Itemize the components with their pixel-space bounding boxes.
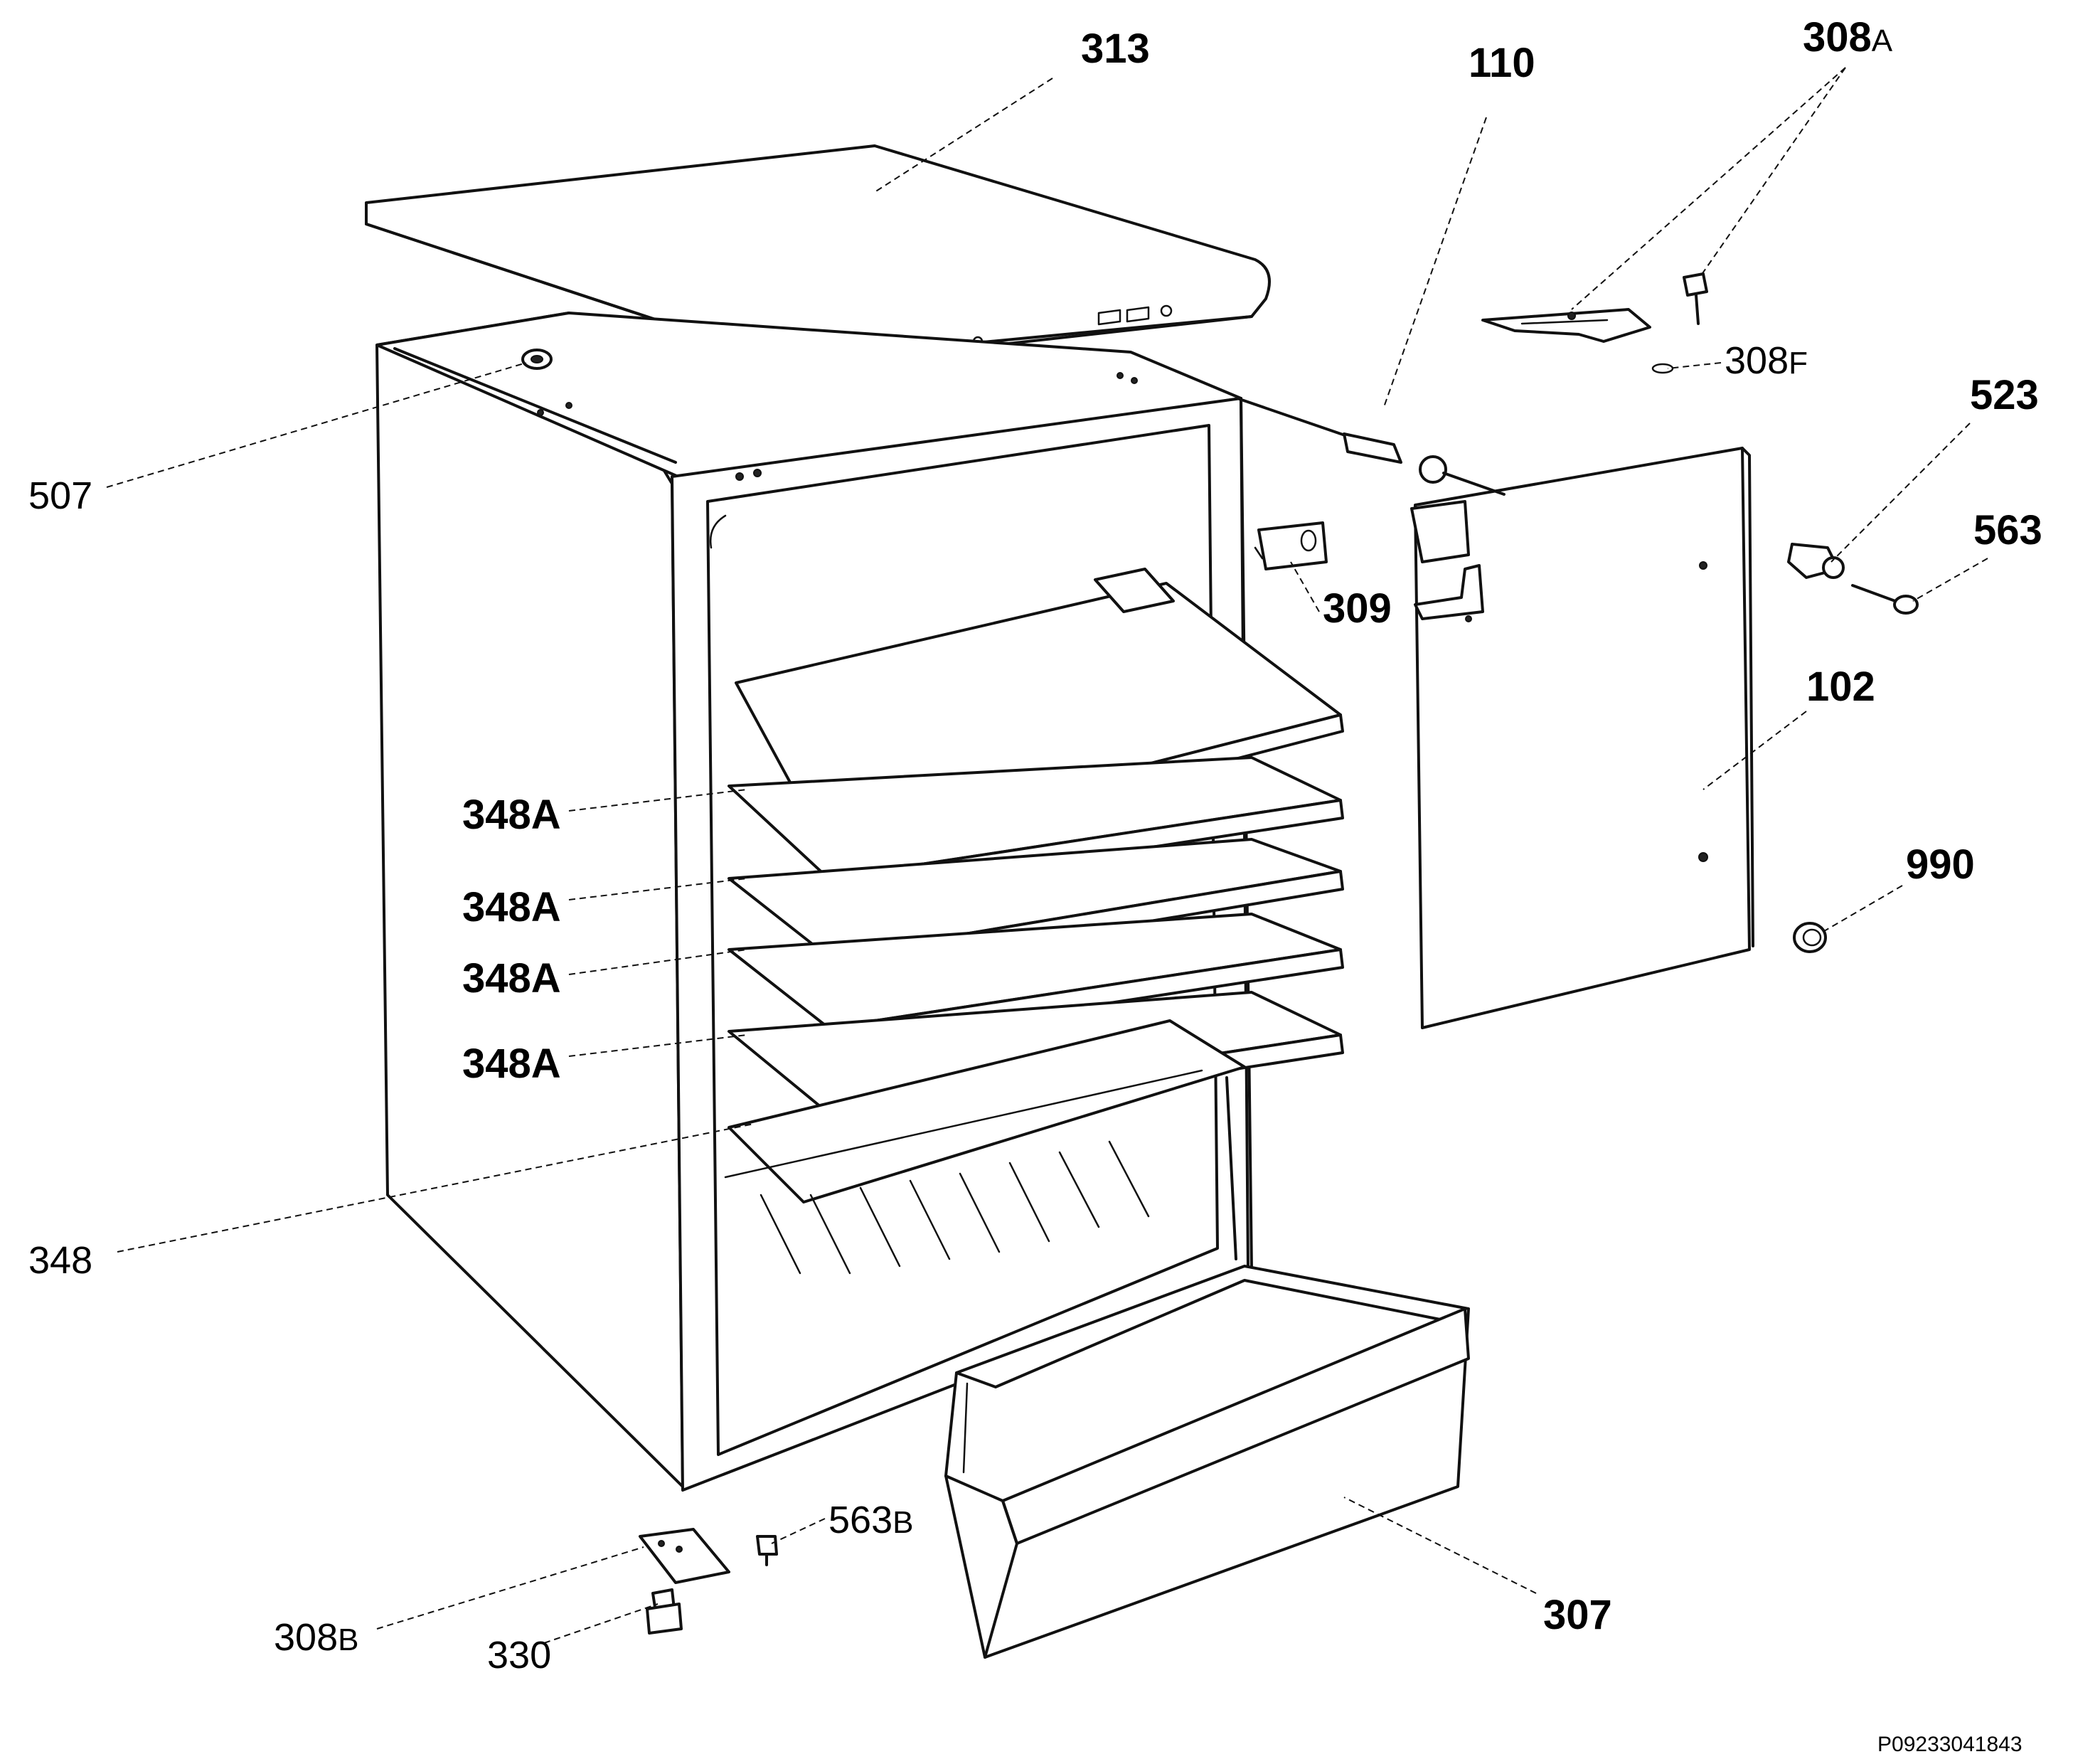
latch-309 xyxy=(1254,521,1328,570)
label-110: 110 xyxy=(1469,40,1535,86)
screw-563 xyxy=(1851,584,1919,615)
label-308b: 308B xyxy=(274,1616,358,1659)
screw-563b xyxy=(756,1535,778,1566)
label-307: 307 xyxy=(1543,1592,1612,1638)
label-348a-1: 348A xyxy=(462,792,561,838)
label-990: 990 xyxy=(1906,841,1975,888)
label-348a-4: 348A xyxy=(462,1041,561,1087)
label-348a-3: 348A xyxy=(462,955,561,1001)
reference-code: P09233041843 xyxy=(1877,1733,2023,1756)
label-309: 309 xyxy=(1323,585,1392,632)
hinge-308a xyxy=(1481,308,1651,343)
plug-990 xyxy=(1793,922,1827,953)
screw-308a xyxy=(1683,272,1708,325)
label-308a: 308A xyxy=(1803,14,1893,60)
drawer-307 xyxy=(944,1265,1470,1659)
hinge-308b xyxy=(639,1528,730,1584)
rod-110 xyxy=(1236,397,1506,496)
door-panel-102 xyxy=(1410,447,1754,1029)
part-labels: 313 110 308A 308F 507 523 563 309 102 99… xyxy=(28,14,2042,1677)
label-348a-2: 348A xyxy=(462,884,561,930)
label-102: 102 xyxy=(1806,664,1875,710)
label-523: 523 xyxy=(1970,372,2039,418)
label-308f: 308F xyxy=(1725,339,1808,382)
leader-lines xyxy=(106,67,1988,1644)
label-563b: 563B xyxy=(828,1499,913,1541)
label-507: 507 xyxy=(28,474,92,517)
pin-308f xyxy=(1651,363,1674,374)
bracket-330 xyxy=(646,1588,683,1635)
handle-part-523 xyxy=(1787,543,1845,579)
label-313: 313 xyxy=(1081,26,1150,72)
shelf-348-glass xyxy=(728,1019,1246,1204)
label-563: 563 xyxy=(1973,507,2042,553)
crisper-ribs xyxy=(724,1069,1203,1275)
label-330: 330 xyxy=(487,1634,551,1677)
label-348: 348 xyxy=(28,1239,92,1282)
